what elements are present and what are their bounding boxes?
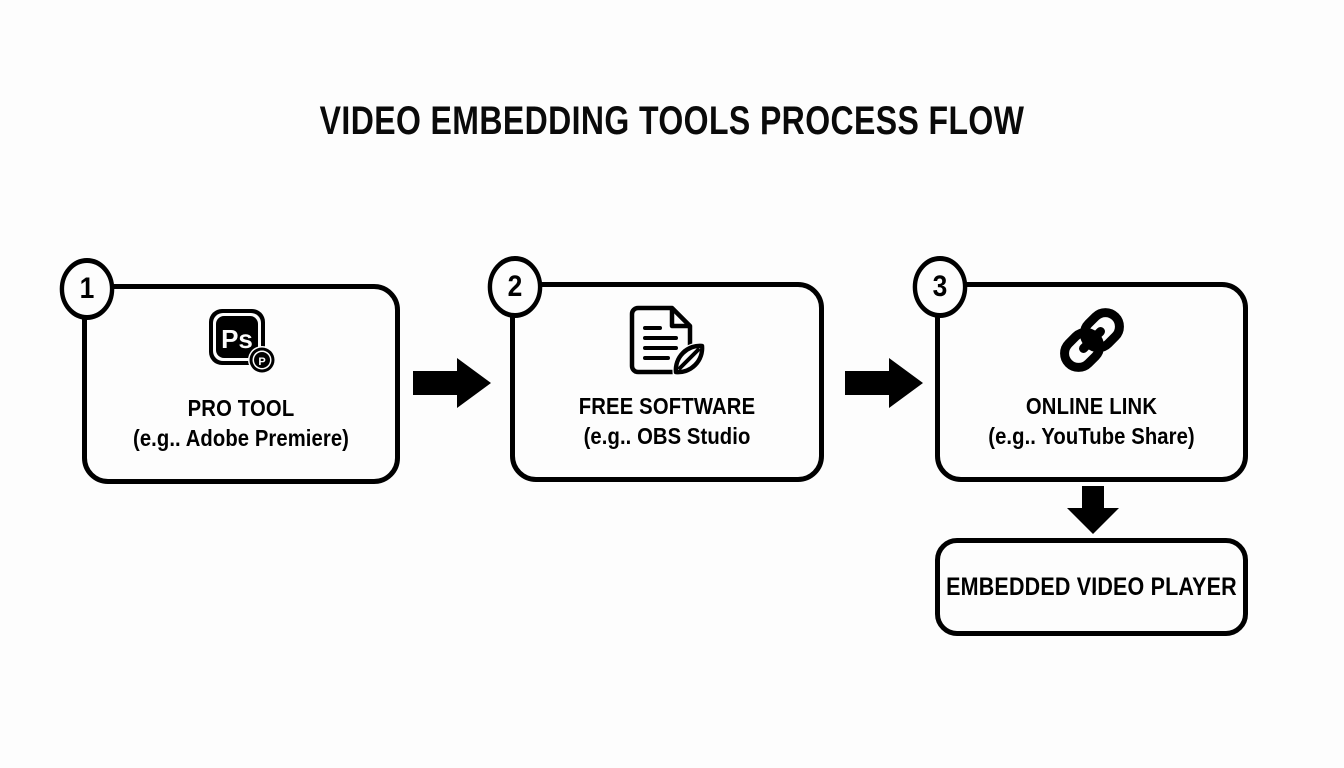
chain-link-icon <box>1052 302 1132 378</box>
step-title-1: PRO TOOL <box>187 395 295 421</box>
output-label: EMBEDDED VIDEO PLAYER <box>946 572 1237 601</box>
step-text-2: FREE SOFTWARE (e.g.. OBS Studio <box>515 391 819 452</box>
step-subtitle-2: (e.g.. OBS Studio <box>583 423 751 449</box>
document-leaf-icon <box>624 302 710 378</box>
step-subtitle-3: (e.g.. YouTube Share) <box>988 423 1195 449</box>
icon-slot-2 <box>515 301 819 379</box>
step-number-badge-1: 1 <box>59 258 115 320</box>
arrow-step3-to-output-icon <box>1065 486 1121 534</box>
arrow-step2-to-step3-icon <box>845 356 923 410</box>
step-box-online-link[interactable]: 3 ONLINE LINK (e.g.. YouTube Share) <box>912 256 1248 482</box>
step-title-2: FREE SOFTWARE <box>578 393 756 419</box>
output-box-embedded-video-player[interactable]: EMBEDDED VIDEO PLAYER <box>935 538 1248 636</box>
icon-slot-3 <box>940 301 1243 379</box>
step-text-3: ONLINE LINK (e.g.. YouTube Share) <box>940 391 1243 452</box>
icon-slot-1: Ps P <box>87 303 395 381</box>
step-box-pro-tool[interactable]: 1 Ps P PRO TOOL <box>59 258 400 484</box>
arrow-step1-to-step2-icon <box>413 356 491 410</box>
step-title-3: ONLINE LINK <box>1025 393 1158 419</box>
step-number-badge-3: 3 <box>912 256 968 318</box>
svg-text:Ps: Ps <box>221 324 253 354</box>
step-text-1: PRO TOOL (e.g.. Adobe Premiere) <box>87 393 395 454</box>
photoshop-ps-icon: Ps P <box>198 305 284 379</box>
step-subtitle-1: (e.g.. Adobe Premiere) <box>132 425 350 451</box>
page-title: VIDEO EMBEDDING TOOLS PROCESS FLOW <box>319 99 1025 143</box>
step-box-free-software[interactable]: 2 FREE SOFTWA <box>487 256 824 482</box>
step-number-badge-2: 2 <box>487 256 543 318</box>
svg-text:P: P <box>258 356 265 368</box>
